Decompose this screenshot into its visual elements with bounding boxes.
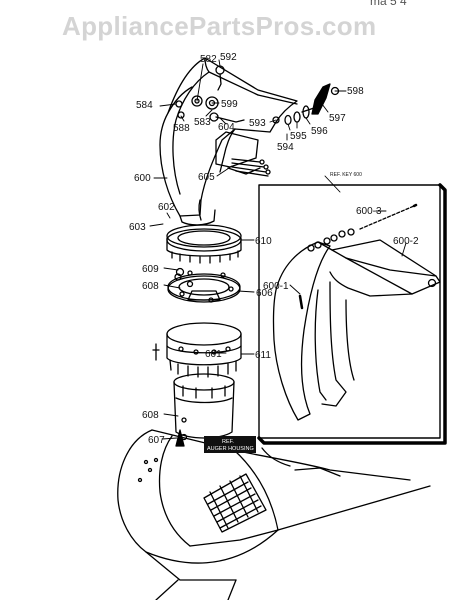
leader-lines xyxy=(149,59,407,440)
label-597: 597 xyxy=(329,113,346,124)
ring-610 xyxy=(166,224,242,264)
auger-housing xyxy=(117,373,431,600)
ref-auger-housing-box: REF. AUGER HOUSING xyxy=(204,436,256,453)
flange-606 xyxy=(167,267,241,303)
watermark: AppliancePartsPros.com xyxy=(62,11,377,41)
ring-611 xyxy=(152,322,242,378)
part-labels: 582 592 598 584 599 588 583 604 593 595 … xyxy=(129,52,364,446)
label-596: 596 xyxy=(311,126,328,137)
label-603: 603 xyxy=(129,222,146,233)
label-604: 604 xyxy=(218,122,235,133)
label-583: 583 xyxy=(194,117,211,128)
label-592: 592 xyxy=(220,52,237,63)
inset-chute-parts xyxy=(272,203,441,421)
corner-mark: ma 5 4 xyxy=(370,0,407,8)
label-600-3: 600-3 xyxy=(356,206,382,217)
label-599: 599 xyxy=(221,99,238,110)
label-609: 609 xyxy=(142,264,159,275)
label-598: 598 xyxy=(347,86,364,97)
inset-labels: REF. KEY 600 600-3 600-2 600-1 xyxy=(263,172,419,292)
label-584: 584 xyxy=(136,100,153,111)
label-600-2: 600-2 xyxy=(393,236,419,247)
label-602: 602 xyxy=(158,202,175,213)
label-582: 582 xyxy=(200,54,217,65)
label-610: 610 xyxy=(255,236,272,247)
label-608-upper: 608 xyxy=(142,281,159,292)
ref-box-line2: AUGER HOUSING xyxy=(207,446,254,452)
label-600: 600 xyxy=(134,173,151,184)
label-600-1: 600-1 xyxy=(263,281,289,292)
label-605: 605 xyxy=(198,172,215,183)
label-611: 611 xyxy=(255,350,271,361)
label-588: 588 xyxy=(173,123,190,134)
label-606: 606 xyxy=(256,288,273,299)
label-608-lower: 608 xyxy=(142,410,159,421)
discharge-chute xyxy=(159,57,298,226)
label-593: 593 xyxy=(249,118,266,129)
label-607: 607 xyxy=(148,435,165,446)
label-601: 601 xyxy=(205,349,222,360)
inset-frame xyxy=(257,183,447,445)
inset-ref-key: REF. KEY 600 xyxy=(330,172,362,178)
label-594: 594 xyxy=(277,142,294,153)
ref-box-line1: REF. xyxy=(222,439,234,445)
label-595: 595 xyxy=(290,131,307,142)
